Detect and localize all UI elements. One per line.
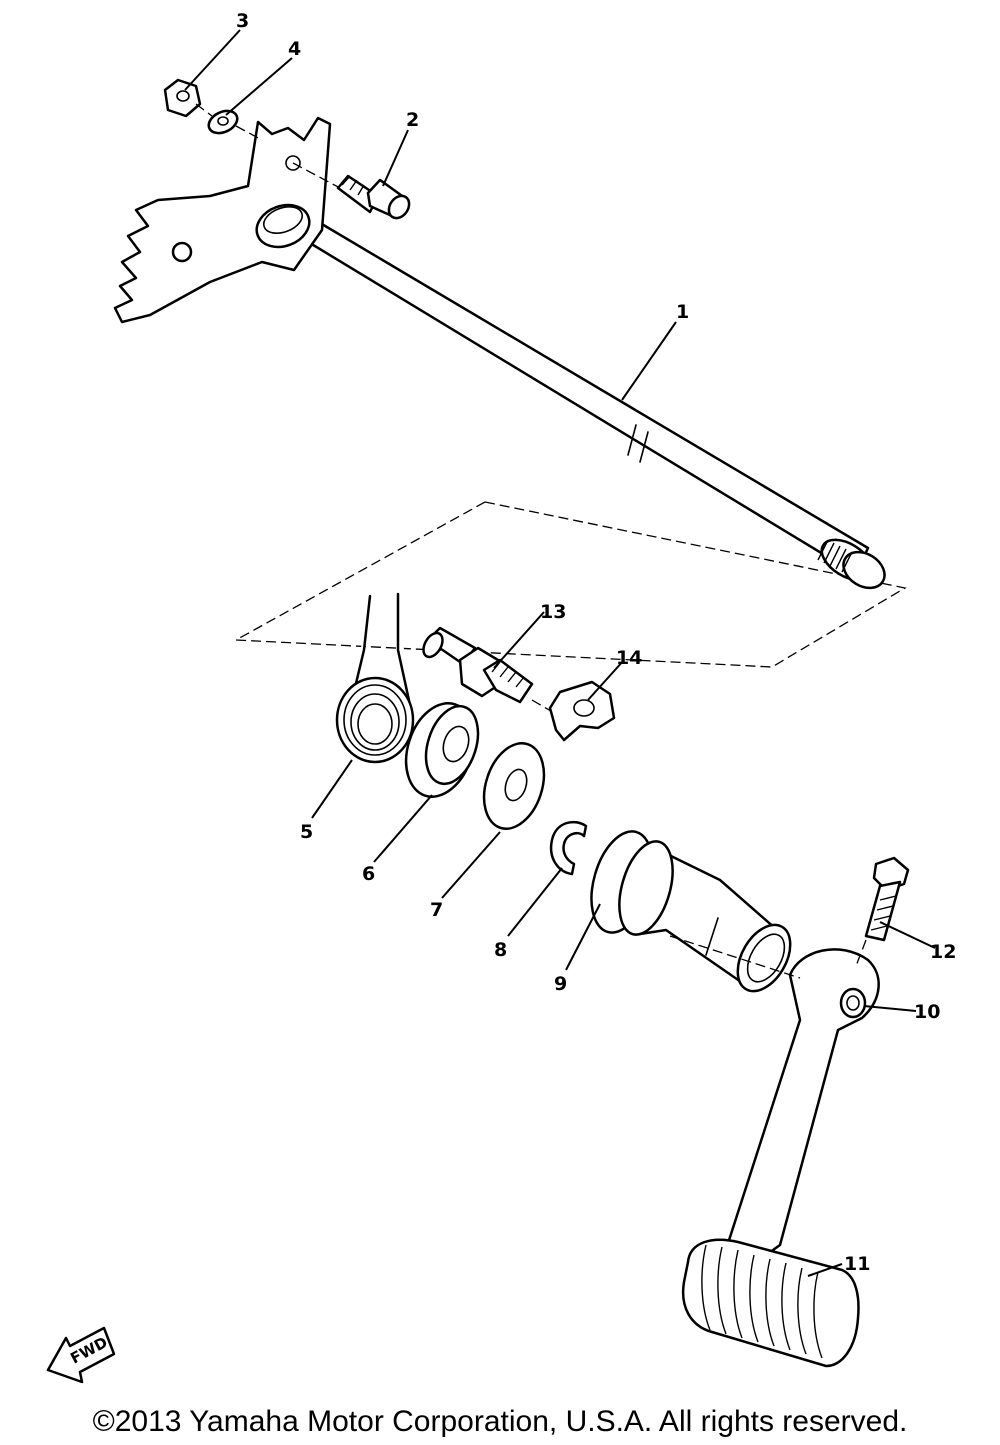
washer <box>195 103 263 141</box>
callout-13: 13 <box>540 601 566 623</box>
return-spring <box>335 592 415 764</box>
callout-9: 9 <box>554 973 567 995</box>
shift-arm-plate <box>113 116 332 324</box>
shift-pedal <box>669 935 880 1368</box>
pinch-bolt <box>855 856 910 967</box>
nut <box>163 78 202 118</box>
callout-12: 12 <box>930 941 956 963</box>
copyright-notice: ©2013 Yamaha Motor Corporation, U.S.A. A… <box>92 1405 908 1438</box>
shift-shaft-exploded-diagram: 1 2 3 4 5 6 7 8 9 10 11 12 13 14 FWD <box>46 10 956 1384</box>
callout-4: 4 <box>288 38 301 60</box>
assembly-guide-outline <box>233 501 907 668</box>
callout-6: 6 <box>362 863 375 885</box>
callout-2: 2 <box>406 109 419 131</box>
callout-10: 10 <box>914 1001 940 1023</box>
plain-washer <box>482 742 546 830</box>
stud-bolt <box>422 626 557 715</box>
callout-5: 5 <box>300 821 313 843</box>
callout-3: 3 <box>236 10 249 32</box>
callout-11: 11 <box>844 1253 870 1275</box>
circlip <box>549 820 588 876</box>
stopper-plate <box>548 680 616 742</box>
callout-7: 7 <box>430 899 443 921</box>
callout-1: 1 <box>676 301 689 323</box>
oil-seal <box>404 702 480 798</box>
leader-lines <box>184 29 936 1277</box>
callout-8: 8 <box>494 939 507 961</box>
shift-shaft <box>298 215 886 590</box>
callout-labels: 1 2 3 4 5 6 7 8 9 10 11 12 13 14 <box>236 10 956 1275</box>
pin-bolt <box>292 162 411 220</box>
collar <box>590 830 792 993</box>
callout-14: 14 <box>616 647 642 669</box>
forward-direction-arrow: FWD <box>46 1326 116 1384</box>
